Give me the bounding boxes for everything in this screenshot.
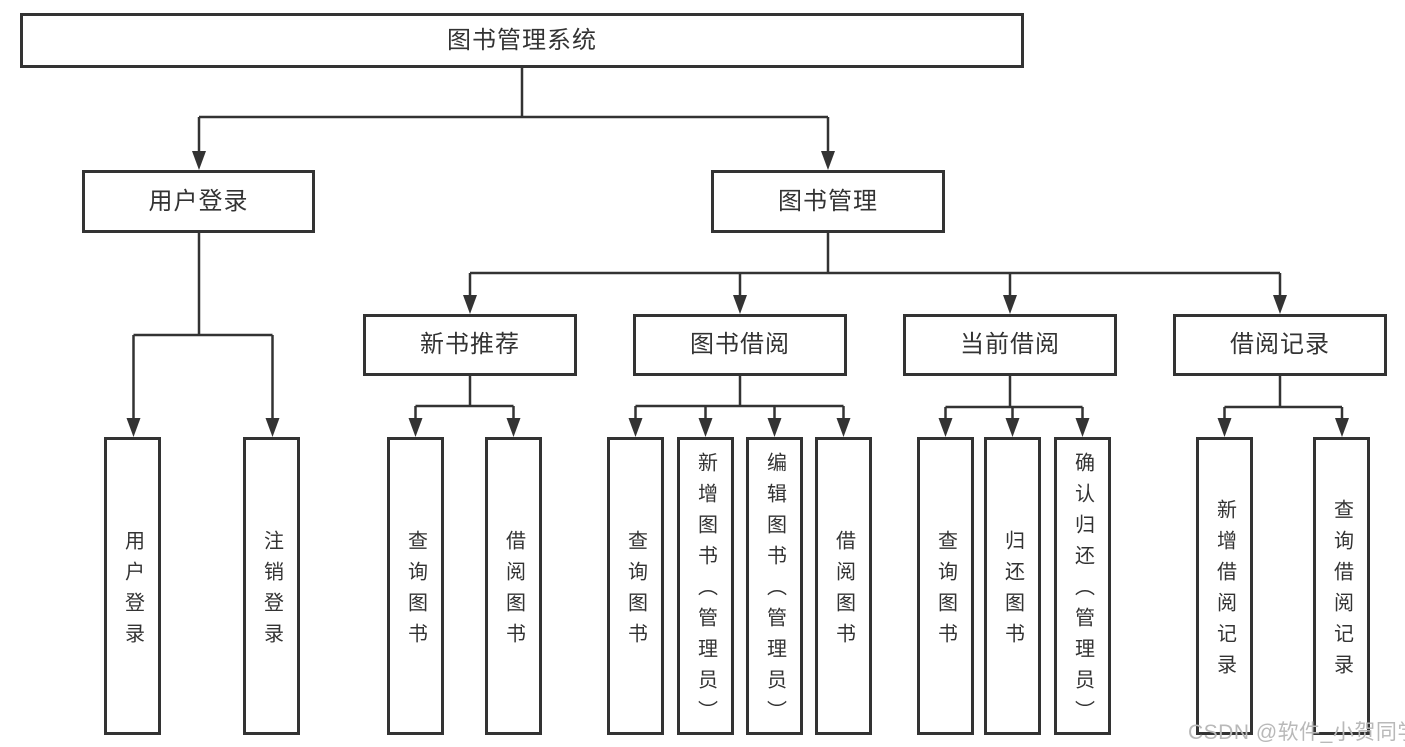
node-label: 借阅记录 (1230, 331, 1330, 358)
node-label: 用户登录 (148, 187, 249, 215)
leaf-query-books-current: 查询图书 (917, 437, 974, 735)
leaf-label: 确认归还（管理员） (1071, 452, 1094, 731)
leaf-label: 查询图书 (404, 529, 427, 654)
node-label: 图书管理 (778, 187, 878, 215)
arrowhead-icon (836, 418, 851, 437)
leaf-label: 借阅图书 (832, 529, 855, 654)
leaf-confirm-return-admin: 确认归还（管理员） (1054, 437, 1111, 735)
leaf-label: 编辑图书（管理员） (763, 452, 786, 731)
leaf-label: 借阅图书 (502, 529, 525, 654)
leaf-return-books: 归还图书 (984, 437, 1041, 735)
leaf-label: 新增图书（管理员） (694, 452, 717, 731)
arrowhead-icon (628, 418, 643, 437)
leaf-borrow-books-recommend: 借阅图书 (485, 437, 542, 735)
arrowhead-icon (821, 151, 835, 170)
node-new-book-recommendation: 新书推荐 (363, 314, 577, 376)
leaf-logout: 注销登录 (243, 437, 300, 735)
leaf-query-books-recommend: 查询图书 (387, 437, 444, 735)
arrowhead-icon (192, 151, 206, 170)
leaf-query-books-borrowing: 查询图书 (607, 437, 664, 735)
node-label: 图书借阅 (690, 331, 790, 358)
arrowhead-icon (698, 418, 713, 437)
node-label: 当前借阅 (960, 331, 1060, 358)
node-book-borrowing: 图书借阅 (633, 314, 847, 376)
arrowhead-icon (126, 418, 141, 437)
csdn-watermark: CSDN @软件_小贺同学 (1188, 721, 1405, 744)
arrowhead-icon (463, 295, 477, 314)
arrowhead-icon (506, 418, 521, 437)
node-book-management: 图书管理 (711, 170, 945, 233)
node-library-management-system: 图书管理系统 (20, 13, 1024, 68)
node-user-login: 用户登录 (82, 170, 315, 233)
leaf-label: 注销登录 (260, 529, 283, 654)
leaf-label: 查询图书 (934, 529, 957, 654)
leaf-add-borrow-record: 新增借阅记录 (1196, 437, 1253, 735)
leaf-label: 查询图书 (624, 529, 647, 654)
arrowhead-icon (1273, 295, 1287, 314)
arrowhead-icon (1003, 295, 1017, 314)
arrowhead-icon (1217, 418, 1232, 437)
arrowhead-icon (265, 418, 280, 437)
leaf-label: 用户登录 (121, 529, 144, 654)
arrowhead-icon (767, 418, 782, 437)
node-label: 新书推荐 (420, 331, 520, 358)
arrowhead-icon (1075, 418, 1090, 437)
leaf-label: 查询借阅记录 (1330, 498, 1353, 685)
leaf-add-books-admin: 新增图书（管理员） (677, 437, 734, 735)
node-borrowing-records: 借阅记录 (1173, 314, 1387, 376)
leaf-user-login: 用户登录 (104, 437, 161, 735)
arrowhead-icon (938, 418, 953, 437)
node-current-borrowing: 当前借阅 (903, 314, 1117, 376)
arrowhead-icon (1335, 418, 1349, 437)
arrowhead-icon (733, 295, 747, 314)
arrowhead-icon (1005, 418, 1020, 437)
leaf-label: 新增借阅记录 (1213, 498, 1236, 685)
arrowhead-icon (408, 418, 423, 437)
leaf-query-borrow-record: 查询借阅记录 (1313, 437, 1370, 735)
leaf-label: 归还图书 (1001, 529, 1024, 654)
leaf-edit-books-admin: 编辑图书（管理员） (746, 437, 803, 735)
node-label: 图书管理系统 (447, 26, 597, 54)
leaf-borrow-books-borrowing: 借阅图书 (815, 437, 872, 735)
